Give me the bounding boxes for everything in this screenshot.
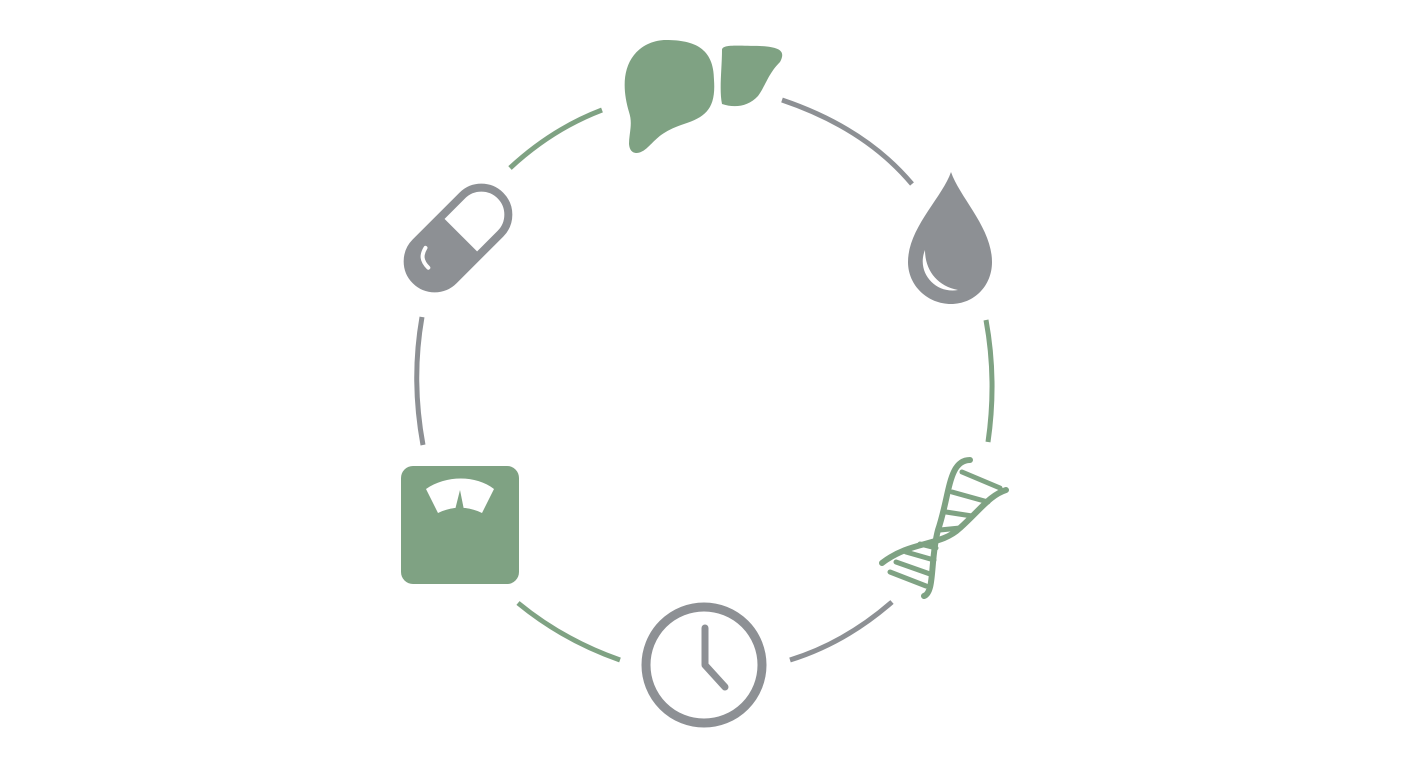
connector-weight-scale-to-pill: [414, 316, 426, 446]
connector-arcs: [414, 97, 995, 663]
weight-scale-icon: [401, 466, 519, 584]
connector-pill-to-liver: [508, 107, 603, 170]
connector-blood-drop-to-dna: [983, 319, 995, 443]
pill-capsule-icon: [403, 183, 513, 293]
connector-dna-to-clock: [789, 600, 894, 663]
dna-icon: [879, 457, 1009, 599]
connector-liver-to-blood-drop: [781, 97, 914, 186]
connector-clock-to-weight-scale: [516, 601, 621, 663]
clock-icon: [641, 602, 767, 728]
blood-drop-icon: [908, 172, 992, 304]
liver-icon: [624, 40, 783, 154]
